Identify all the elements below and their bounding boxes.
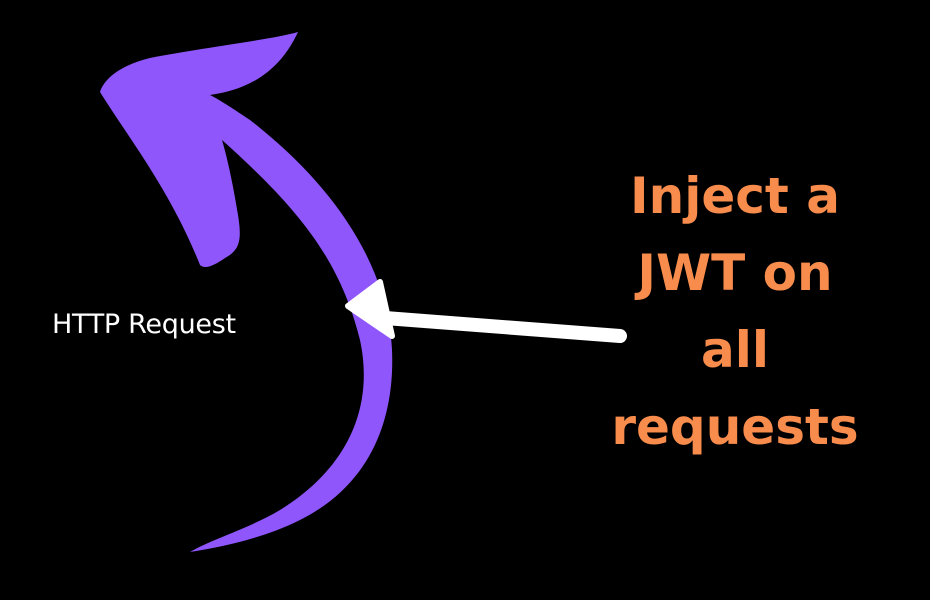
callout-line: Inject a	[630, 167, 840, 225]
callout-line: JWT on	[637, 244, 833, 302]
callout-line: requests	[611, 398, 859, 456]
curved-arrow-icon	[100, 32, 393, 552]
pointer-arrow-icon	[345, 279, 627, 343]
jwt-callout: Inject a JWT on all requests	[575, 158, 895, 466]
callout-line: all	[700, 321, 770, 379]
http-request-label: HTTP Request	[52, 309, 236, 340]
